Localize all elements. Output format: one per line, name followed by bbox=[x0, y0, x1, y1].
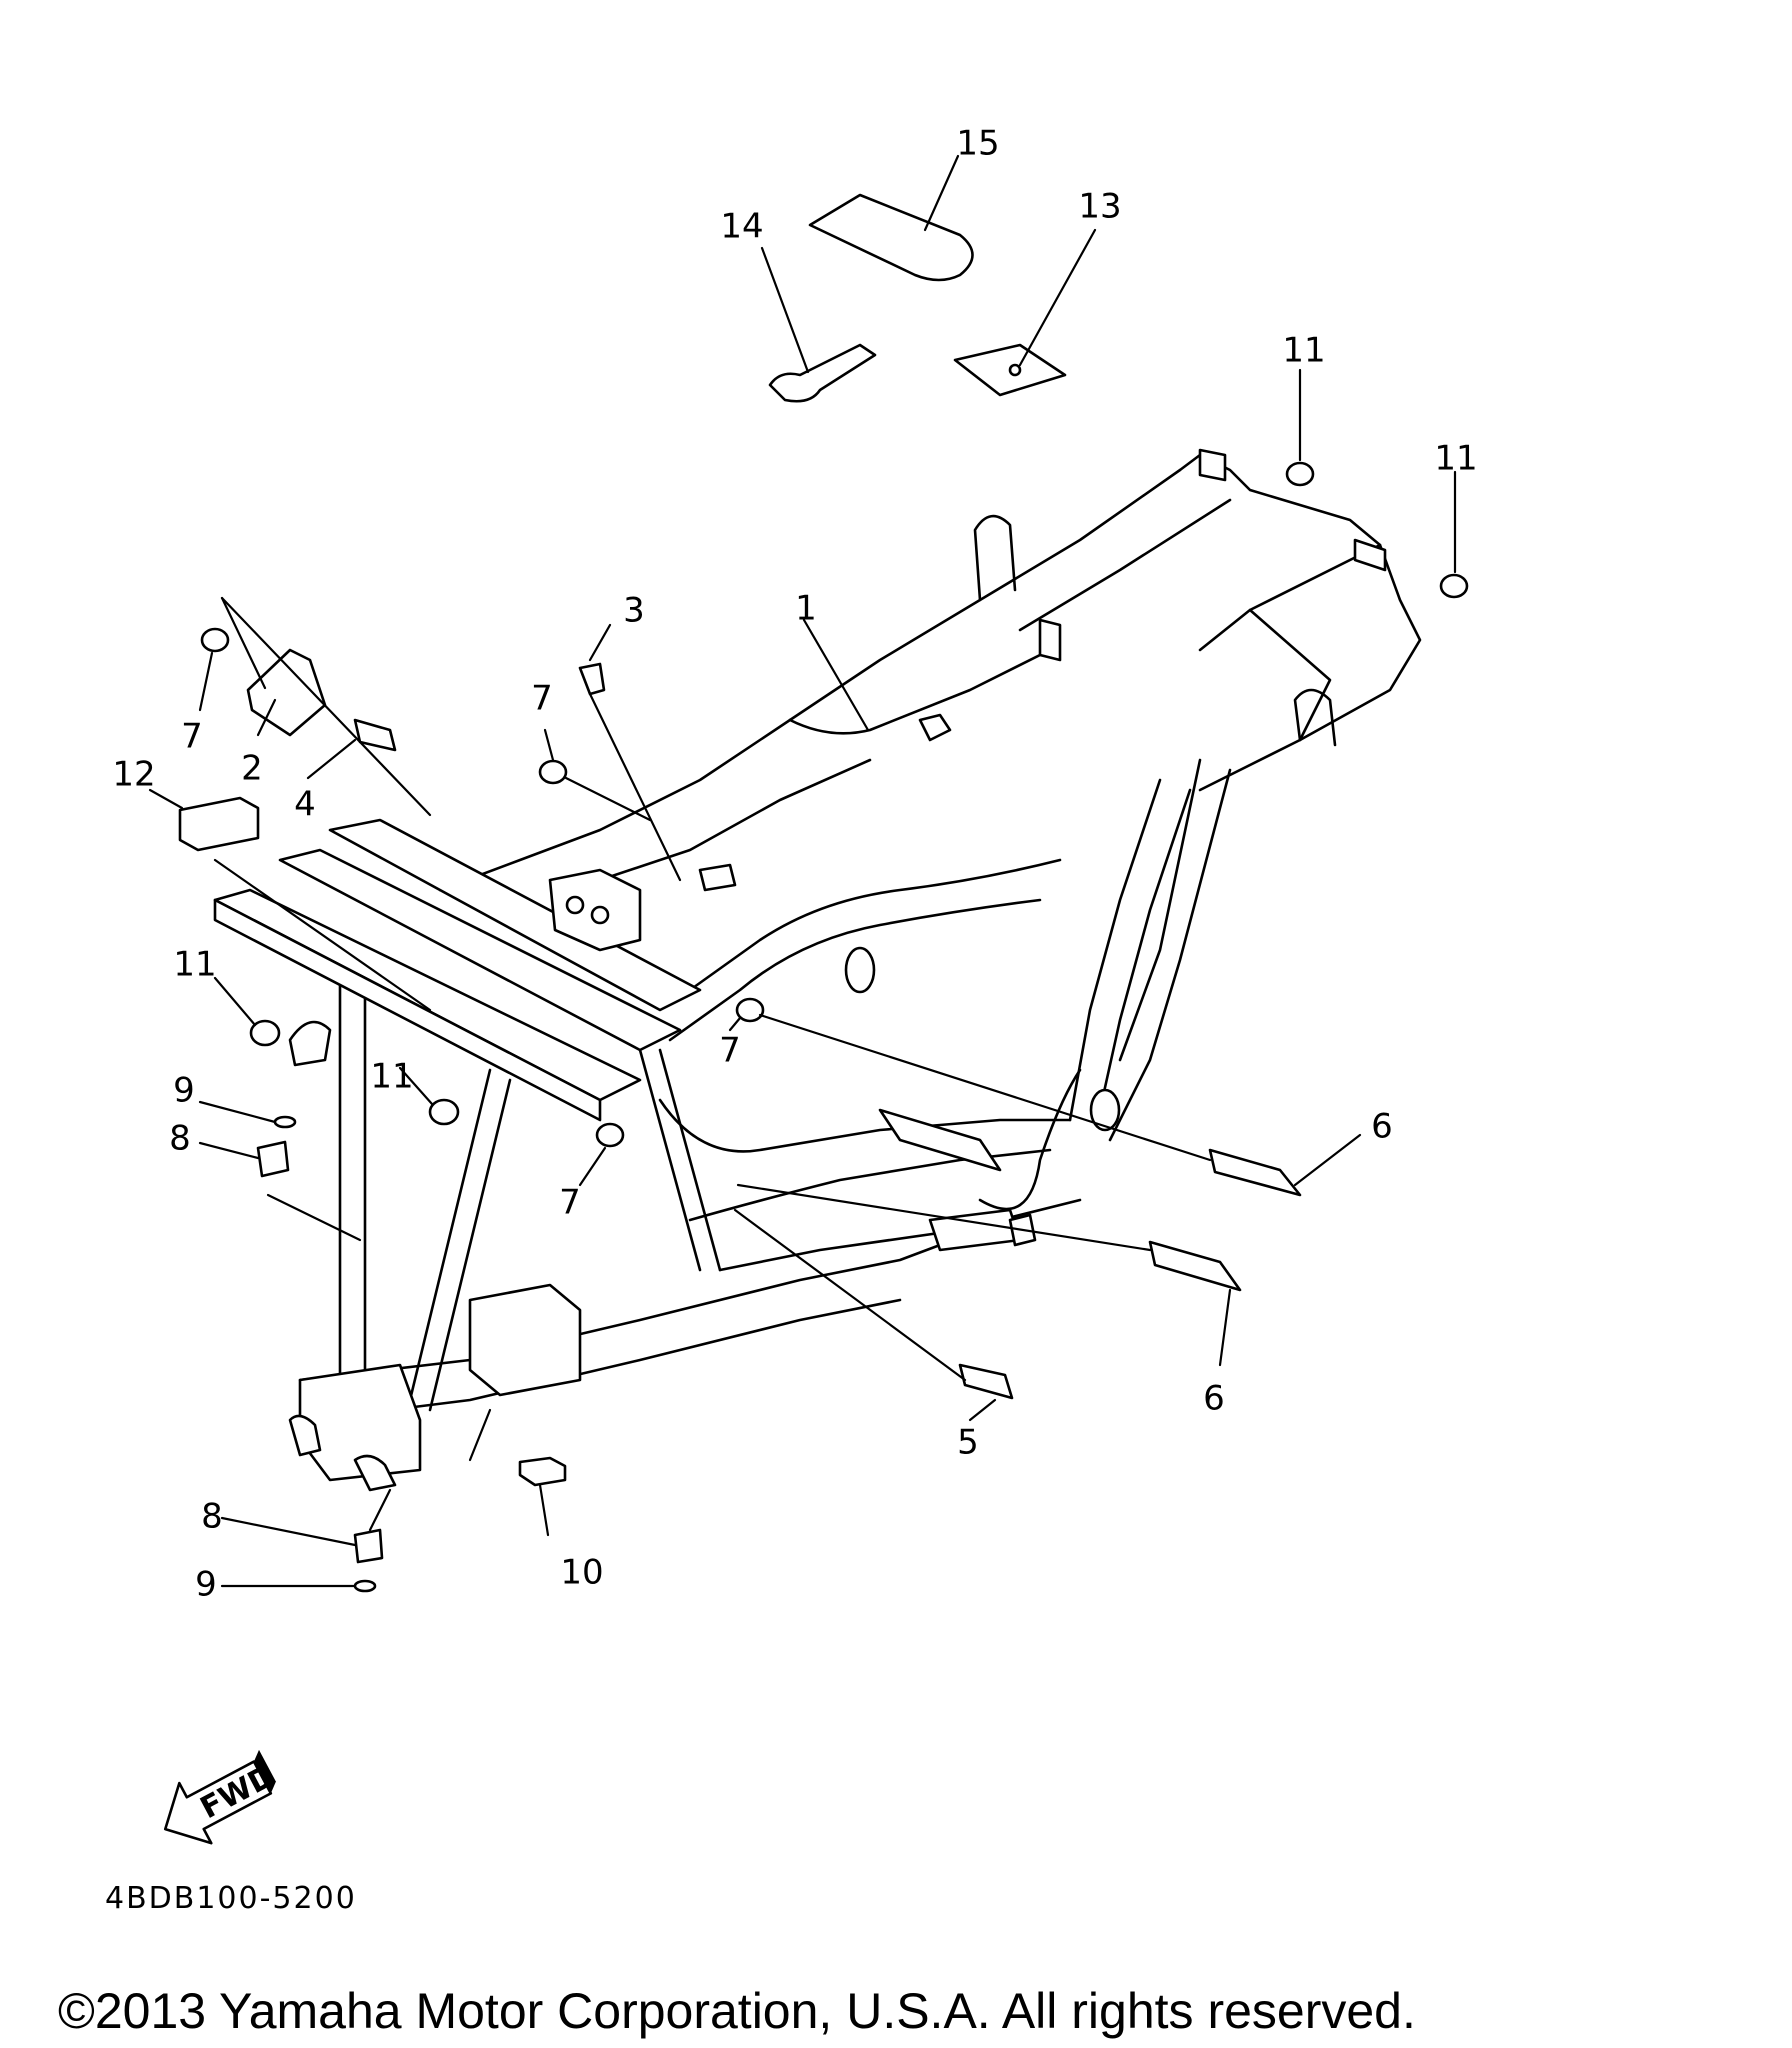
callout-7a: 7 bbox=[181, 717, 203, 757]
callout-7b: 7 bbox=[531, 679, 553, 719]
callout-11b: 11 bbox=[1434, 439, 1477, 479]
part-7-nut-b bbox=[538, 759, 568, 785]
callout-12: 12 bbox=[112, 755, 155, 795]
callout-3: 3 bbox=[623, 591, 645, 631]
part-9-oring-a bbox=[273, 1115, 297, 1129]
frame-assembly bbox=[213, 448, 1422, 1492]
part-11-cap-d bbox=[428, 1098, 460, 1126]
callout-4: 4 bbox=[294, 785, 316, 825]
part-11-cap-a bbox=[1285, 461, 1315, 487]
callout-11a: 11 bbox=[1282, 331, 1325, 371]
part-5-bolt bbox=[958, 1363, 1014, 1400]
callout-7d: 7 bbox=[559, 1183, 581, 1223]
diagram-code: 4BDB100-5200 bbox=[105, 1881, 357, 1916]
part-6-bolt-a bbox=[1208, 1148, 1302, 1197]
fwd-arrow-icon: FWD bbox=[163, 1749, 281, 1845]
callout-6b: 6 bbox=[1203, 1379, 1225, 1419]
loose-parts bbox=[178, 193, 1469, 1593]
part-7-nut-d bbox=[595, 1122, 625, 1148]
part-12-block bbox=[178, 796, 260, 852]
part-15-strip bbox=[808, 193, 974, 282]
callout-8b: 8 bbox=[201, 1497, 223, 1537]
part-9-oring-b bbox=[353, 1579, 377, 1593]
part-4-bolt bbox=[353, 718, 397, 752]
fwd-label: FWD bbox=[195, 1758, 281, 1826]
callout-13: 13 bbox=[1078, 187, 1121, 227]
part-11-cap-b bbox=[1439, 573, 1469, 599]
callout-10: 10 bbox=[560, 1553, 603, 1593]
callout-6a: 6 bbox=[1371, 1107, 1393, 1147]
callout-5: 5 bbox=[957, 1423, 979, 1463]
copyright-notice: ©2013 Yamaha Motor Corporation, U.S.A. A… bbox=[58, 1983, 1416, 2039]
part-10-fitting bbox=[518, 1456, 567, 1487]
callout-2: 2 bbox=[241, 749, 263, 789]
callout-9b: 9 bbox=[195, 1565, 217, 1605]
part-7-nut-a bbox=[200, 627, 230, 653]
callout-11d: 11 bbox=[370, 1057, 413, 1097]
part-14-clip bbox=[768, 343, 877, 403]
part-11-cap-c bbox=[249, 1019, 281, 1047]
callout-11c: 11 bbox=[173, 945, 216, 985]
callout-8a: 8 bbox=[169, 1119, 191, 1159]
callouts: 15 14 13 11 11 1 3 7 7 2 4 12 11 11 9 8 … bbox=[112, 124, 1477, 1605]
leader-lines bbox=[148, 154, 1457, 1588]
callout-14: 14 bbox=[720, 207, 763, 247]
part-3-bolt bbox=[578, 662, 606, 696]
part-7-nut-c bbox=[735, 997, 765, 1023]
part-8-grommet-a bbox=[256, 1140, 290, 1178]
part-8-grommet-b bbox=[353, 1528, 384, 1564]
callout-15: 15 bbox=[956, 124, 999, 164]
callout-1: 1 bbox=[795, 589, 817, 629]
callout-9a: 9 bbox=[173, 1071, 195, 1111]
part-6-bolt-b bbox=[1148, 1240, 1242, 1292]
callout-7c: 7 bbox=[719, 1031, 741, 1071]
